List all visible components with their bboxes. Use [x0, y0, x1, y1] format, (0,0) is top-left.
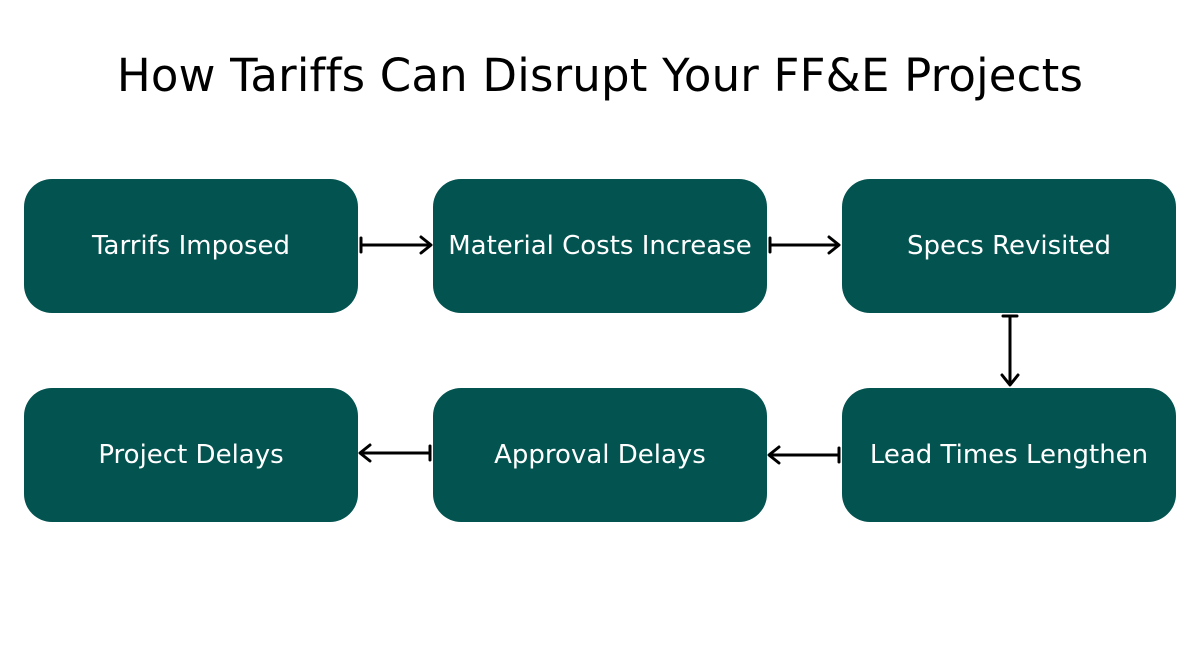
step-label: Specs Revisited — [906, 231, 1112, 261]
arrow-right-icon — [359, 235, 433, 255]
step-material-costs-increase: Material Costs Increase — [433, 179, 767, 313]
step-project-delays: Project Delays — [24, 388, 358, 522]
step-label: Tarrifs Imposed — [91, 231, 291, 261]
diagram-title: How Tariffs Can Disrupt Your FF&E Projec… — [116, 49, 1084, 102]
step-lead-times-lengthen: Lead Times Lengthen — [842, 388, 1176, 522]
step-tariffs-imposed: Tarrifs Imposed — [24, 179, 358, 313]
step-label: Material Costs Increase — [448, 231, 752, 261]
arrow-right-icon — [768, 235, 841, 255]
step-label: Project Delays — [98, 440, 284, 470]
step-label: Lead Times Lengthen — [869, 440, 1149, 470]
arrow-left-icon — [767, 445, 841, 465]
arrow-left-icon — [358, 443, 432, 463]
step-specs-revisited: Specs Revisited — [842, 179, 1176, 313]
step-approval-delays: Approval Delays — [433, 388, 767, 522]
arrow-down-icon — [1000, 314, 1020, 387]
step-label: Approval Delays — [494, 440, 706, 470]
